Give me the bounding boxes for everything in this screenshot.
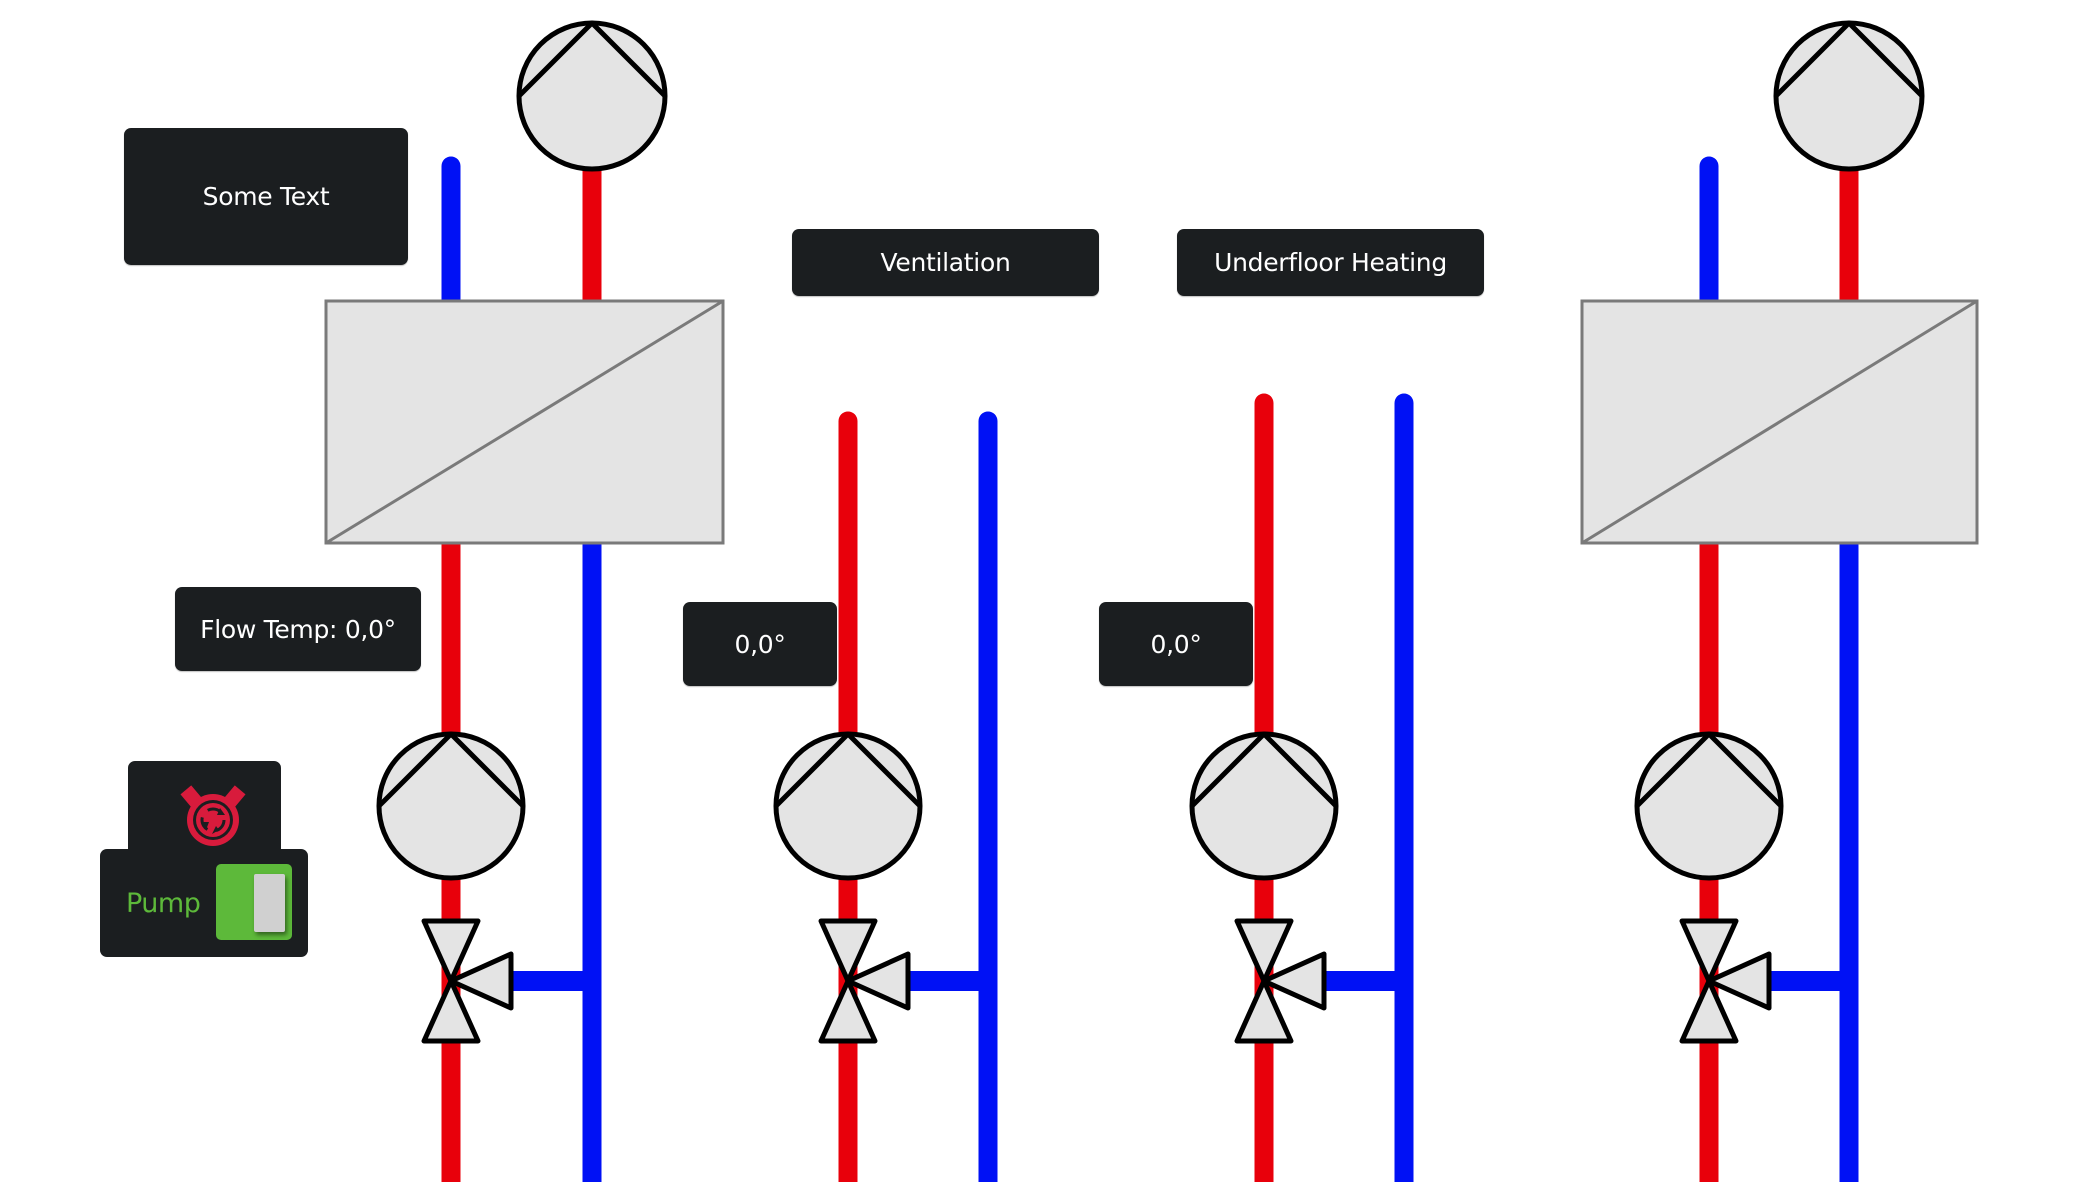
pump-direction-mark bbox=[1190, 731, 1338, 808]
some-text-label: Some Text bbox=[124, 128, 408, 265]
pump-body bbox=[1634, 731, 1784, 881]
pump-body bbox=[773, 731, 923, 881]
circuit-4-mixing-valve-bottom bbox=[1679, 978, 1739, 1044]
pump-direction-mark bbox=[774, 731, 922, 808]
ventilation-mixing-valve-side bbox=[845, 951, 911, 1011]
circulation-pump-icon bbox=[180, 785, 246, 846]
pump-body bbox=[1189, 731, 1339, 881]
pump-direction-mark bbox=[1774, 20, 1924, 98]
underfloor-heating-mixing-valve-bottom bbox=[1234, 978, 1294, 1044]
pump-direction-mark bbox=[1635, 731, 1783, 808]
pump-toggle-knob[interactable] bbox=[254, 874, 285, 932]
ventilation-mixing-valve-bottom bbox=[818, 978, 878, 1044]
ventilation-temp-readout: 0,0° bbox=[683, 602, 837, 686]
pump-toggle[interactable] bbox=[216, 864, 292, 940]
underfloor-heating-mixing-valve-top bbox=[1234, 918, 1294, 984]
circuit-1-mixing-valve-bottom bbox=[421, 978, 481, 1044]
pump-direction-mark bbox=[517, 20, 667, 98]
underfloor-heating-mixing-valve-side bbox=[1261, 951, 1327, 1011]
underfloor-temp-readout: 0,0° bbox=[1099, 602, 1253, 686]
pump-direction-mark bbox=[377, 731, 525, 808]
circuit-4-mixing-valve-side bbox=[1706, 951, 1772, 1011]
ventilation-label: Ventilation bbox=[792, 229, 1099, 296]
circuit-1-primary-pump bbox=[516, 20, 668, 172]
ventilation-circulation-pump bbox=[773, 731, 923, 881]
underfloor-heating-label: Underfloor Heating bbox=[1177, 229, 1484, 296]
circuit-1-circulation-pump bbox=[376, 731, 526, 881]
circuit-4-circulation-pump bbox=[1634, 731, 1784, 881]
ventilation-mixing-valve-top bbox=[818, 918, 878, 984]
circuit-4-heat-exchanger-divider bbox=[1581, 299, 1978, 545]
circuit-4-mixing-valve-top bbox=[1679, 918, 1739, 984]
pump-body bbox=[1773, 20, 1925, 172]
circuit-1-mixing-valve-top bbox=[421, 918, 481, 984]
circuit-1-mixing-valve-side bbox=[448, 951, 514, 1011]
flow-temp-readout: Flow Temp: 0,0° bbox=[175, 587, 421, 671]
pump-label: Pump bbox=[126, 888, 201, 919]
underfloor-heating-circulation-pump bbox=[1189, 731, 1339, 881]
circuit-1-heat-exchanger-divider bbox=[325, 299, 724, 545]
circuit-4-primary-pump bbox=[1773, 20, 1925, 172]
pump-body bbox=[516, 20, 668, 172]
pump-body bbox=[376, 731, 526, 881]
